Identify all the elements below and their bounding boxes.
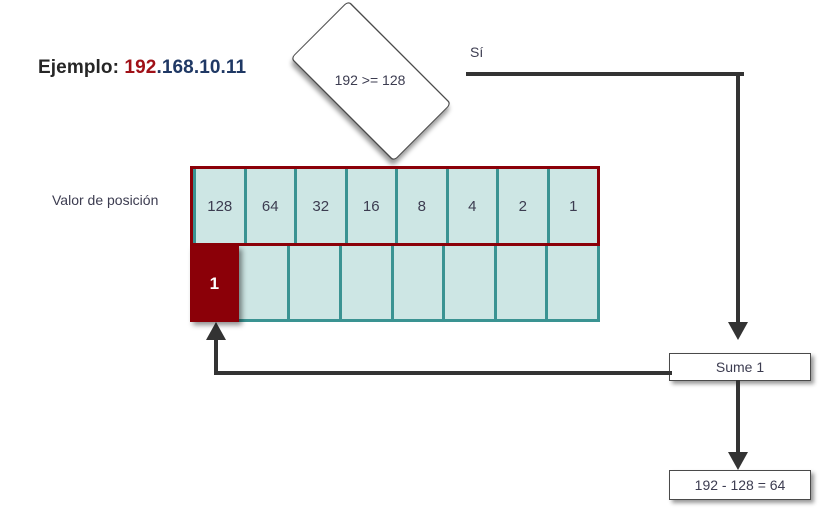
place-value-cell: 16 — [347, 169, 398, 243]
place-value-cell: 8 — [398, 169, 449, 243]
connector-yes-vertical — [736, 72, 740, 324]
connector-feedback-horizontal — [214, 371, 672, 375]
bit-cell: 1 — [190, 246, 239, 322]
place-value-cell: 128 — [193, 169, 247, 243]
yes-branch-label: Sí — [470, 44, 484, 60]
place-value-row-label: Valor de posición — [52, 192, 159, 208]
arrow-up-icon — [206, 322, 226, 340]
connector-feedback-vertical — [214, 340, 218, 374]
connector-result-vertical — [736, 380, 740, 454]
connector-yes-horizontal — [466, 72, 744, 76]
bit-cell — [290, 246, 342, 322]
bit-cell — [341, 246, 394, 322]
place-value-table: 128 64 32 16 8 4 2 1 1 — [190, 166, 600, 322]
bit-cell — [548, 246, 600, 322]
page-title: Ejemplo: 192.168.10.11 — [38, 57, 246, 79]
bit-cell — [238, 246, 291, 322]
bit-value-row: 1 — [190, 246, 600, 322]
place-value-cell: 1 — [549, 169, 597, 243]
title-prefix: Ejemplo: — [38, 57, 125, 78]
title-ip-octet-accent: 192 — [124, 57, 157, 78]
bit-cell — [393, 246, 446, 322]
title-ip-remainder: .168.10.11 — [156, 57, 247, 78]
place-value-cell: 64 — [246, 169, 297, 243]
result-box: 192 - 128 = 64 — [669, 470, 811, 500]
place-value-row: 128 64 32 16 8 4 2 1 — [190, 166, 600, 246]
place-value-cell: 32 — [297, 169, 348, 243]
arrow-down-icon — [728, 322, 748, 340]
decision-label: 192 >= 128 — [334, 72, 406, 88]
bit-cell — [496, 246, 549, 322]
add-one-box: Sume 1 — [669, 353, 811, 381]
decision-node: 192 >= 128 — [272, 0, 468, 162]
bit-cell — [445, 246, 497, 322]
place-value-cell: 4 — [448, 169, 499, 243]
arrow-down-icon — [728, 452, 748, 470]
place-value-cell: 2 — [499, 169, 550, 243]
